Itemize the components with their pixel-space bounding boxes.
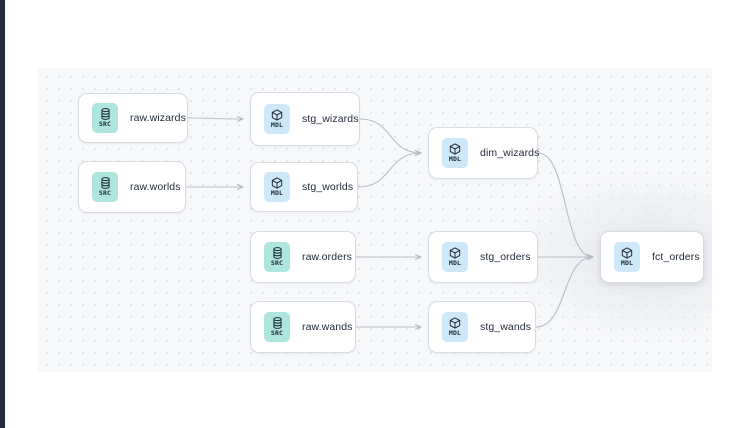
- lineage-node-label: raw.wands: [302, 321, 353, 333]
- lineage-node-label: dim_wizards: [480, 147, 540, 159]
- lineage-node-raw_wizards[interactable]: SRC raw.wizards: [78, 93, 188, 143]
- lineage-node-raw_wands[interactable]: SRC raw.wands: [250, 301, 356, 353]
- lineage-node-stg_orders[interactable]: MDL stg_orders: [428, 231, 538, 283]
- cube-icon: MDL: [264, 104, 290, 134]
- lineage-node-label: raw.worlds: [130, 181, 181, 193]
- node-type-tag: MDL: [620, 259, 634, 267]
- lineage-node-label: stg_wizards: [302, 113, 359, 125]
- node-type-tag: MDL: [448, 329, 462, 337]
- lineage-node-label: stg_worlds: [302, 181, 354, 193]
- node-type-tag: SRC: [270, 259, 284, 267]
- lineage-node-dim_wizards[interactable]: MDL dim_wizards: [428, 127, 540, 179]
- database-icon: SRC: [92, 103, 118, 133]
- node-type-tag: SRC: [270, 329, 284, 337]
- lineage-edge-stg_worlds-to-dim_wizards: [357, 153, 421, 188]
- lineage-node-fct_orders[interactable]: MDL fct_orders: [600, 231, 704, 283]
- cube-icon: MDL: [442, 312, 468, 342]
- lineage-edge-dim_wizards-to-fct_orders: [537, 152, 593, 257]
- node-type-tag: MDL: [448, 155, 462, 163]
- cube-icon: MDL: [442, 138, 468, 168]
- node-type-tag: MDL: [270, 121, 284, 129]
- cube-icon: MDL: [614, 242, 640, 272]
- lineage-node-stg_worlds[interactable]: MDL stg_worlds: [250, 162, 358, 212]
- node-type-tag: SRC: [98, 189, 112, 197]
- lineage-node-raw_orders[interactable]: SRC raw.orders: [250, 231, 356, 283]
- database-icon: SRC: [92, 172, 118, 202]
- lineage-node-raw_worlds[interactable]: SRC raw.worlds: [78, 161, 186, 213]
- lineage-node-label: stg_wands: [480, 321, 532, 333]
- node-type-tag: MDL: [270, 189, 284, 197]
- lineage-node-stg_wands[interactable]: MDL stg_wands: [428, 301, 536, 353]
- database-icon: SRC: [264, 242, 290, 272]
- lineage-node-label: stg_orders: [480, 251, 531, 263]
- cube-icon: MDL: [442, 242, 468, 272]
- lineage-edge-stg_wizards-to-dim_wizards: [359, 118, 421, 153]
- node-type-tag: MDL: [448, 259, 462, 267]
- database-icon: SRC: [264, 312, 290, 342]
- cube-icon: MDL: [264, 172, 290, 202]
- lineage-node-label: raw.wizards: [130, 112, 186, 124]
- node-type-tag: SRC: [98, 120, 112, 128]
- lineage-node-stg_wizards[interactable]: MDL stg_wizards: [250, 92, 360, 146]
- lineage-edge-stg_wands-to-fct_orders: [535, 257, 593, 328]
- lineage-node-label: raw.orders: [302, 251, 353, 263]
- app-left-rail: [0, 0, 5, 428]
- lineage-node-label: fct_orders: [652, 251, 700, 263]
- lineage-edge-raw_wizards-to-stg_wizards: [187, 118, 243, 119]
